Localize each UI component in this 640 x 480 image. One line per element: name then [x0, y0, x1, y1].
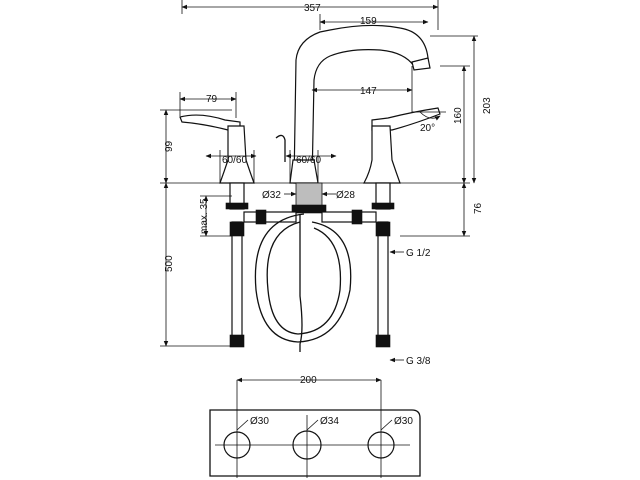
dim-spread-right: 60/60: [296, 155, 321, 166]
dim-width-overall: 357: [304, 3, 321, 14]
dim-hole-left: Ø30: [250, 416, 269, 427]
right-hose-fitting: [375, 221, 391, 237]
left-hose: [231, 221, 243, 341]
right-hose: [377, 221, 389, 341]
hole-centre-leader: [306, 419, 319, 431]
left-shank-nut: [225, 202, 249, 210]
right-handle-body: [362, 125, 401, 184]
left-fitting: [255, 209, 267, 225]
drain-hose-loop: [254, 213, 352, 343]
drain-hose-inner: [266, 221, 342, 335]
centre-shank-nut: [291, 204, 327, 214]
right-connector: [321, 211, 377, 223]
hole-right-leader: [380, 419, 393, 431]
right-handle-lever: [371, 107, 441, 131]
popup-rod: [275, 134, 286, 162]
right-hose-end: [375, 334, 391, 348]
dimension-labels: 357 159 147 79 60/60 60/60 99 160 203 20…: [164, 3, 493, 427]
dim-thread-bottom: G 3/8: [406, 356, 431, 367]
dim-handle-width: 79: [206, 94, 218, 105]
right-shank-nut: [371, 202, 395, 210]
dim-angle: 20°: [420, 123, 435, 134]
left-hose-fitting: [229, 221, 245, 237]
left-connector: [243, 211, 297, 223]
dim-thread-top: G 1/2: [406, 248, 431, 259]
deck-plate: [209, 409, 421, 477]
hole-left-leader: [236, 419, 249, 431]
dimension-lines: [160, 0, 478, 383]
dim-total-height: 203: [482, 97, 493, 114]
dim-right-shank-dia: Ø28: [336, 190, 355, 201]
dim-hole-right: Ø30: [394, 416, 413, 427]
right-fitting: [351, 209, 363, 225]
deck-hole-plan: [209, 380, 421, 478]
dim-handle-height: 99: [164, 140, 175, 152]
dim-spread-left: 60/60: [222, 155, 247, 166]
left-hose-end: [229, 334, 245, 348]
faucet-drawing: [160, 24, 470, 352]
dim-hole-centre: Ø34: [320, 416, 339, 427]
dim-spout-reach: 159: [360, 16, 377, 27]
aerator: [411, 57, 431, 71]
dim-max-depth: max. 35: [199, 198, 210, 234]
drain-pipe: [299, 214, 303, 352]
dim-left-shank-dia: Ø32: [262, 190, 281, 201]
dim-shank-depth: 76: [473, 202, 484, 214]
dim-spout-inner: 147: [360, 86, 377, 97]
dim-centre-distance: 200: [300, 375, 317, 386]
dim-spout-height: 160: [453, 107, 464, 124]
dim-hose-length: 500: [164, 255, 175, 272]
